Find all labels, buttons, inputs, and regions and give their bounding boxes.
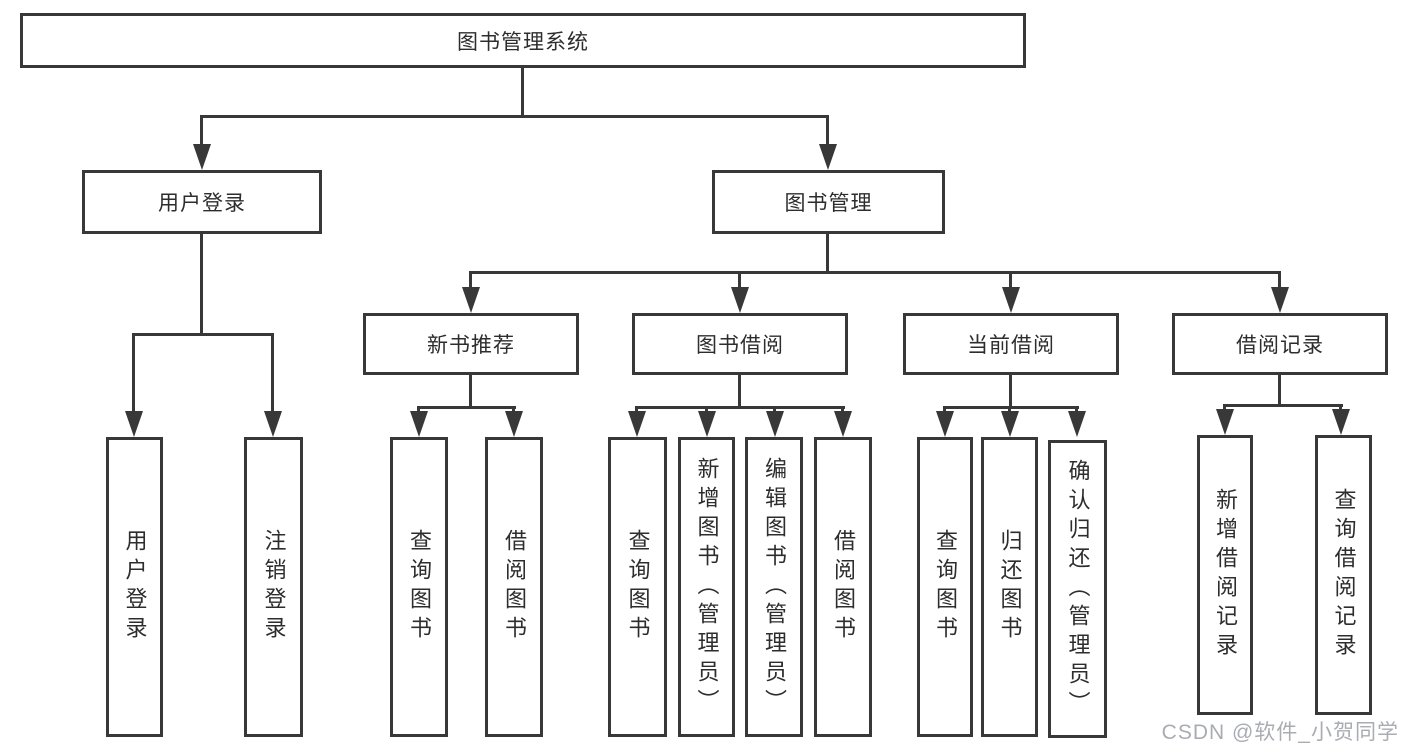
arrow-down-icon (698, 411, 716, 437)
node-root: 图书管理系统 (20, 13, 1026, 68)
node-label: 图书管理 (784, 192, 873, 215)
edge-book-mgmt-rail (469, 271, 1281, 274)
node-label: 归还图书 (997, 529, 1023, 645)
edge-user-login-rail (132, 333, 274, 336)
node-leaf-edit-book-admin: 编辑图书（管理员） (745, 437, 803, 737)
node-leaf-query-books-1: 查询图书 (390, 437, 448, 737)
node-leaf-query-books-2: 查询图书 (608, 437, 667, 737)
arrow-down-icon (1002, 287, 1020, 313)
arrow-down-icon (410, 411, 428, 437)
arrow-down-icon (1332, 409, 1350, 435)
edge-stem-logout (271, 336, 274, 413)
node-label: 编辑图书（管理员） (762, 456, 787, 718)
node-leaf-borrow-books-2: 借阅图书 (814, 437, 872, 737)
node-label: 借阅记录 (1236, 334, 1324, 357)
node-user-login: 用户登录 (82, 170, 322, 234)
node-label: 图书借阅 (696, 334, 784, 357)
node-label: 新书推荐 (427, 334, 515, 357)
edge-root-rail (200, 115, 829, 118)
edge-stem-user-login (200, 117, 203, 146)
node-leaf-add-borrow-record: 新增借阅记录 (1197, 435, 1253, 715)
node-label: 当前借阅 (967, 334, 1055, 357)
arrow-down-icon (1001, 411, 1019, 437)
arrow-down-icon (505, 411, 523, 437)
edge-book-mgmt-stem (826, 234, 829, 273)
edge-stem-child (943, 407, 946, 413)
node-leaf-logout: 注销登录 (244, 437, 303, 737)
edge-stem-child (417, 407, 420, 413)
node-label: 借阅图书 (831, 529, 856, 645)
edge-new-rec-rail (417, 406, 516, 409)
node-leaf-user-login: 用户登录 (106, 437, 163, 737)
node-borrowing-records: 借阅记录 (1172, 313, 1388, 375)
node-label: 用户登录 (122, 529, 148, 645)
edge-records-stem (1278, 375, 1281, 406)
edge-stem-book-mgmt (826, 117, 829, 146)
node-label: 查询图书 (933, 529, 958, 645)
node-leaf-confirm-return-admin: 确认归还（管理员） (1048, 440, 1107, 738)
edge-root-stem (521, 67, 524, 117)
edge-stem-child (1008, 407, 1011, 413)
node-label: 图书管理系统 (457, 30, 589, 54)
edge-stem-new-rec (469, 273, 472, 289)
node-label: 确认归还（管理员） (1065, 458, 1091, 720)
arrow-down-icon (264, 411, 282, 437)
edge-current-stem (1009, 375, 1012, 408)
arrow-down-icon (1068, 411, 1086, 437)
edge-stem-login (132, 336, 135, 413)
node-label: 新增图书（管理员） (694, 456, 720, 718)
node-label: 查询图书 (407, 529, 432, 645)
node-leaf-return-books: 归还图书 (981, 437, 1038, 737)
arrow-down-icon (193, 144, 211, 170)
edge-stem-current (1009, 273, 1012, 289)
edge-stem-records (1278, 273, 1281, 289)
arrow-down-icon (834, 411, 852, 437)
node-label: 注销登录 (261, 529, 287, 645)
edge-borrowing-stem (738, 375, 741, 408)
node-label: 新增借阅记录 (1213, 488, 1238, 662)
node-leaf-borrow-books-1: 借阅图书 (485, 437, 543, 737)
edge-stem-child (705, 407, 708, 413)
arrow-down-icon (1271, 287, 1289, 313)
node-new-book-recommend: 新书推荐 (363, 313, 579, 375)
edge-stem-borrowing (738, 273, 741, 289)
edge-current-rail (943, 406, 1079, 409)
node-label: 借阅图书 (502, 529, 527, 645)
edge-records-rail (1223, 404, 1343, 407)
node-label: 查询借阅记录 (1331, 488, 1357, 662)
node-leaf-query-borrow-record: 查询借阅记录 (1315, 435, 1372, 715)
edge-stem-child (1075, 407, 1078, 413)
edge-borrowing-rail (635, 406, 845, 409)
arrow-down-icon (819, 144, 837, 170)
node-leaf-query-books-3: 查询图书 (917, 437, 973, 737)
edge-new-rec-stem (469, 375, 472, 408)
arrow-down-icon (731, 287, 749, 313)
arrow-down-icon (766, 411, 784, 437)
edge-stem-child (1223, 405, 1226, 411)
node-book-management: 图书管理 (712, 170, 945, 234)
node-book-borrowing: 图书借阅 (632, 313, 848, 375)
arrow-down-icon (936, 411, 954, 437)
node-leaf-add-book-admin: 新增图书（管理员） (678, 437, 735, 737)
edge-stem-child (1339, 405, 1342, 411)
edge-stem-child (512, 407, 515, 413)
edge-stem-child (841, 407, 844, 413)
arrow-down-icon (462, 287, 480, 313)
edge-user-login-stem (200, 234, 203, 335)
node-current-borrowing: 当前借阅 (903, 313, 1119, 375)
arrow-down-icon (125, 411, 143, 437)
csdn-watermark: CSDN @软件_小贺同学 (1161, 721, 1399, 744)
edge-stem-child (635, 407, 638, 413)
arrow-down-icon (628, 411, 646, 437)
edge-stem-child (773, 407, 776, 413)
node-label: 用户登录 (158, 192, 246, 215)
node-label: 查询图书 (625, 529, 651, 645)
arrow-down-icon (1216, 409, 1234, 435)
